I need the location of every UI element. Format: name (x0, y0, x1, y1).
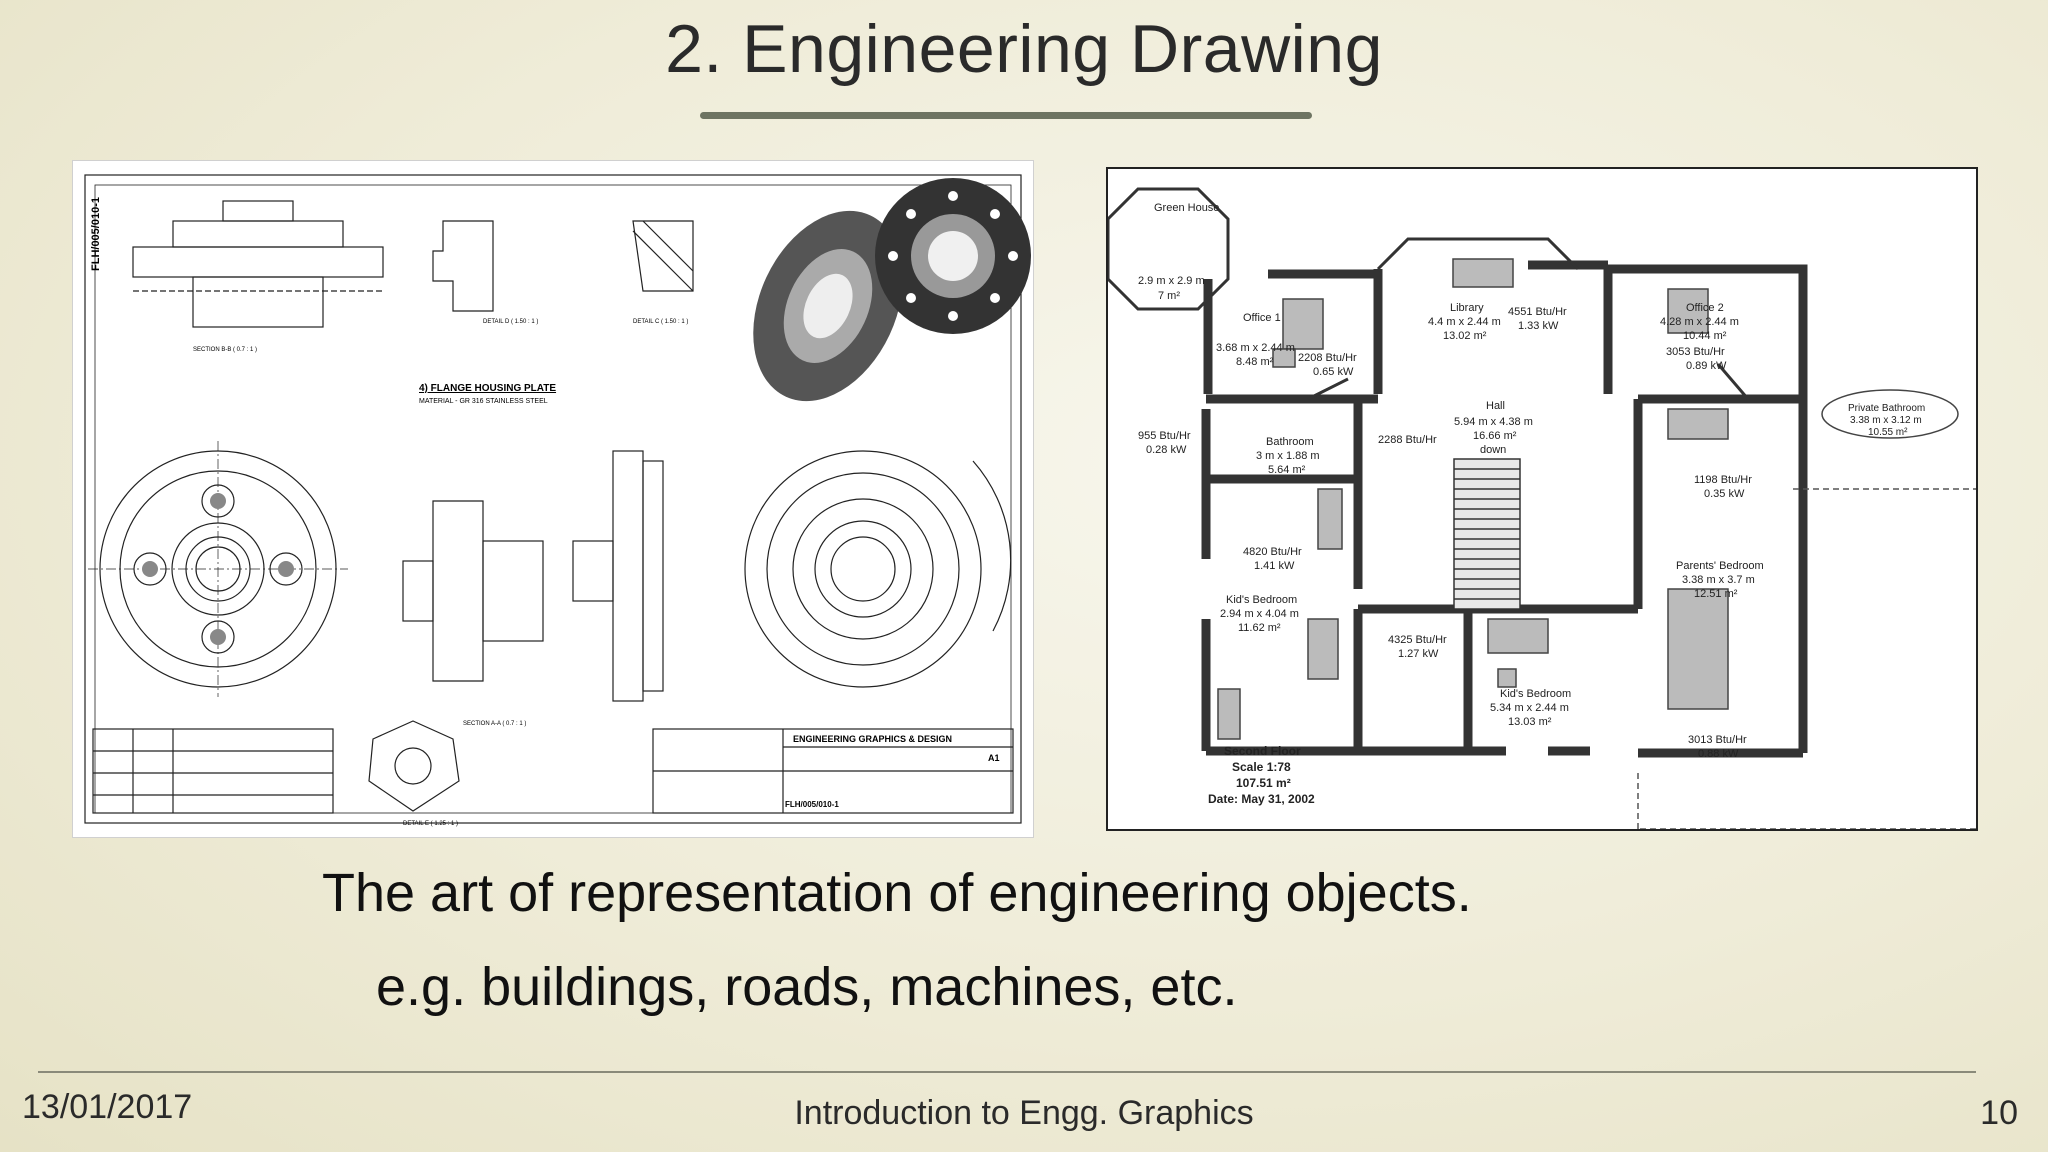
detail-c-label: DETAIL C ( 1.50 : 1 ) (633, 319, 688, 325)
label-kids1-size: 2.94 m x 4.04 m (1220, 608, 1299, 620)
footer-title: Introduction to Engg. Graphics (794, 1094, 1254, 1132)
section-bb-label: SECTION B-B ( 0.7 : 1 ) (193, 347, 257, 353)
floor-plan-drawing: Green House 2.9 m x 2.9 m 7 m² Office 1 … (1106, 167, 1978, 831)
label-plan-date: Date: May 31, 2002 (1208, 792, 1315, 806)
label-kids2: Kid's Bedroom (1500, 688, 1571, 700)
footer-date: 13/01/2017 (22, 1088, 193, 1126)
label-bath-heat: 955 Btu/Hr (1138, 430, 1191, 442)
label-office2: Office 2 (1686, 302, 1724, 314)
label-office2-heat: 3053 Btu/Hr (1666, 346, 1725, 358)
label-kids1-heat: 4820 Btu/Hr (1243, 546, 1302, 558)
sheet-size-label: A1 (988, 753, 1000, 763)
label-library-area: 13.02 m² (1443, 330, 1487, 342)
label-kids2-area: 13.03 m² (1508, 716, 1552, 728)
flange-drawing-svg: FLH/005/010-1 SECTION B-B ( 0.7 : 1 ) DE… (84, 174, 1031, 827)
label-gh-area: 7 m² (1158, 290, 1180, 302)
label-office1-heat: 2208 Btu/Hr (1298, 352, 1357, 364)
label-bath-kw: 0.28 kW (1146, 444, 1187, 456)
label-kids2-size: 5.34 m x 2.44 m (1490, 702, 1569, 714)
label-private-bath: Private Bathroom (1848, 403, 1925, 414)
label-bathroom-area: 5.64 m² (1268, 464, 1306, 476)
label-parents-kw: 0.88 kW (1698, 748, 1739, 760)
body-text-definition: The art of representation of engineering… (322, 863, 1472, 923)
sheet-id-vertical: FLH/005/010-1 (90, 197, 102, 271)
part-title-label: 4) FLANGE HOUSING PLATE (419, 383, 556, 394)
material-label: MATERIAL - GR 316 STAINLESS STEEL (419, 398, 548, 405)
label-parents-bath-kw: 0.35 kW (1704, 488, 1745, 500)
label-library-kw: 1.33 kW (1518, 320, 1559, 332)
label-library-heat: 4551 Btu/Hr (1508, 306, 1567, 318)
label-parents-bed-size: 3.38 m x 3.7 m (1682, 574, 1755, 586)
label-office2-area: 10.44 m² (1683, 330, 1727, 342)
label-green-house: Green House (1154, 202, 1219, 214)
section-aa-label: SECTION A-A ( 0.7 : 1 ) (463, 721, 526, 727)
label-kids1: Kid's Bedroom (1226, 594, 1297, 606)
title-block-label: ENGINEERING GRAPHICS & DESIGN (793, 734, 952, 744)
label-office2-kw: 0.89 kW (1686, 360, 1727, 372)
label-office1-size: 3.68 m x 2.44 m (1216, 342, 1295, 354)
label-kids1-area: 11.62 m² (1238, 622, 1281, 634)
label-kids2-heat: 4325 Btu/Hr (1388, 634, 1447, 646)
label-parents-bath-heat: 1198 Btu/Hr (1694, 474, 1752, 486)
label-office1-area: 8.48 m² (1236, 356, 1274, 368)
label-office1: Office 1 (1243, 312, 1281, 324)
label-private-bath-area: 10.55 m² (1868, 427, 1908, 438)
label-hall-down: down (1480, 444, 1506, 456)
label-library: Library (1450, 302, 1484, 314)
label-gh-size: 2.9 m x 2.9 m (1138, 275, 1205, 287)
label-office2-size: 4.28 m x 2.44 m (1660, 316, 1739, 328)
label-bathroom-size: 3 m x 1.88 m (1256, 450, 1320, 462)
detail-e-label: DETAIL E ( 1.25 : 1 ) (403, 821, 458, 827)
label-hall: Hall (1486, 400, 1505, 412)
label-private-bath-size: 3.38 m x 3.12 m (1850, 415, 1922, 426)
label-parents-bed: Parents' Bedroom (1676, 560, 1764, 572)
mechanical-drawing: FLH/005/010-1 SECTION B-B ( 0.7 : 1 ) DE… (72, 160, 1034, 838)
floor-plan-svg: Green House 2.9 m x 2.9 m 7 m² Office 1 … (1108, 187, 1976, 829)
detail-d-label: DETAIL D ( 1.50 : 1 ) (483, 319, 538, 325)
footer-divider (38, 1071, 1976, 1073)
label-hall-heat: 2288 Btu/Hr (1378, 434, 1437, 446)
label-kids1-kw: 1.41 kW (1254, 560, 1295, 572)
label-parents-heat: 3013 Btu/Hr (1688, 734, 1747, 746)
slide-number: 10 (1980, 1094, 2018, 1132)
label-scale: Scale 1:78 (1232, 760, 1291, 774)
label-office1-kw: 0.65 kW (1313, 366, 1354, 378)
label-library-size: 4.4 m x 2.44 m (1428, 316, 1501, 328)
slide-title: 2. Engineering Drawing (665, 11, 1383, 87)
label-floor-name: Second Floor (1224, 744, 1301, 758)
label-bathroom: Bathroom (1266, 436, 1314, 448)
label-hall-size: 5.94 m x 4.38 m (1454, 416, 1533, 428)
label-parents-bed-area: 12.51 m² (1694, 588, 1738, 600)
label-hall-area: 16.66 m² (1473, 430, 1517, 442)
label-total-area: 107.51 m² (1236, 776, 1291, 790)
sheet-id-label: FLH/005/010-1 (785, 800, 839, 809)
body-text-examples: e.g. buildings, roads, machines, etc. (376, 957, 1238, 1017)
label-kids2-kw: 1.27 kW (1398, 648, 1439, 660)
title-underline (700, 112, 1312, 119)
